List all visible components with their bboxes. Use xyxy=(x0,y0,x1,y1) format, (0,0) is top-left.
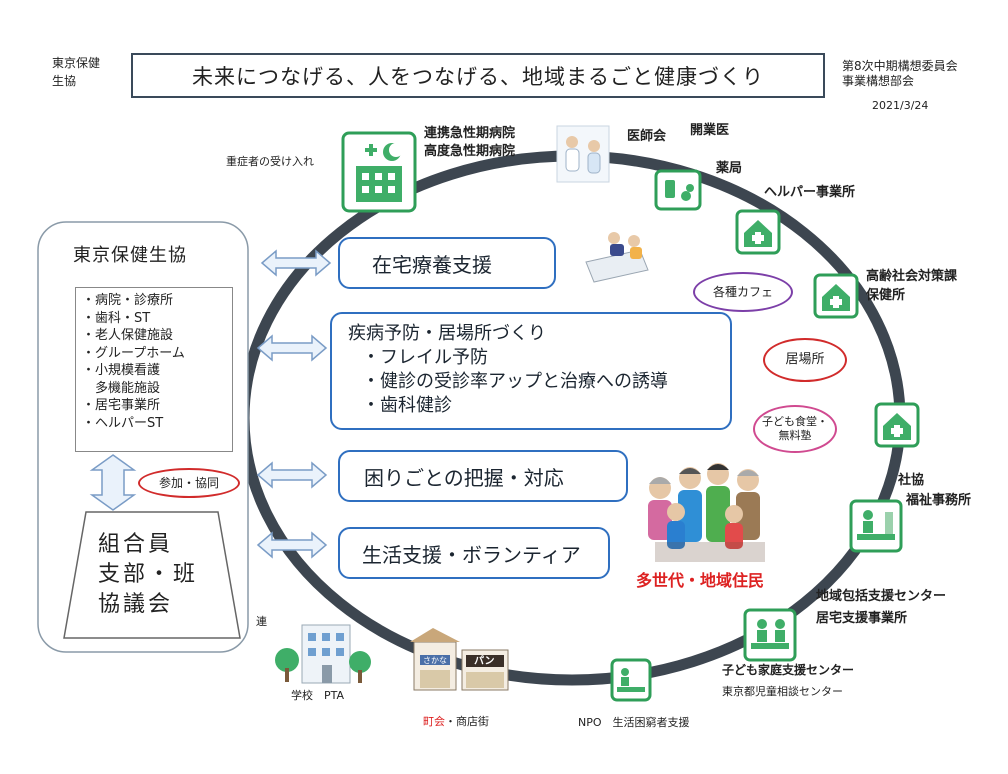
social-welfare-house-icon xyxy=(874,402,920,448)
facility-item: ・小規模看護 xyxy=(82,363,161,378)
doctor-illustration-icon xyxy=(556,125,610,183)
member-trapezoid xyxy=(63,511,241,639)
npo-label: NPO 生活困窮者支援 xyxy=(578,716,690,729)
hospital-label-line1: 連携急性期病院 xyxy=(424,126,516,141)
kids-cafeteria-line1: 子ども食堂・ xyxy=(762,415,828,429)
residents-label: 多世代・地域住民 xyxy=(636,571,765,590)
meeting-name-line1: 第8次中期構想委員会 xyxy=(842,59,958,73)
health-center-house-icon xyxy=(813,273,859,319)
fish-shop-sign: さかな xyxy=(423,656,447,665)
welfare-office-counter-icon xyxy=(849,499,903,553)
meeting-name-line2: 事業構想部会 xyxy=(842,74,915,88)
elderly-policy-label-line2: 保健所 xyxy=(866,288,906,303)
member-line1: 組合員 xyxy=(98,532,174,557)
facility-list: ・病院・診療所 ・歯科・ST ・老人保健施設 ・グループホーム ・小規模看護 多… xyxy=(75,287,233,452)
facility-item: ・居宅事業所 xyxy=(82,398,161,413)
bakery-sign: パン xyxy=(474,656,495,667)
partial-label: 連 xyxy=(256,615,267,628)
member-line3: 協議会 xyxy=(98,592,174,617)
arrow-prevention xyxy=(256,334,328,362)
left-panel-heading: 東京保健生協 xyxy=(73,245,187,266)
shopping-street-label: ・商店街 xyxy=(445,715,489,728)
member-line2: 支部・班 xyxy=(98,562,199,587)
home-care-box: 在宅療養支援 xyxy=(338,237,556,289)
school-building-icon xyxy=(275,624,371,684)
shops-icon xyxy=(410,628,509,691)
date-label: 2021/3/24 xyxy=(872,99,929,112)
arrow-home-care xyxy=(260,249,332,277)
facility-item: ・歯科・ST xyxy=(82,310,151,326)
hospital-icon xyxy=(341,131,417,213)
home-care-bed-icon xyxy=(585,232,649,283)
family-illustration-icon xyxy=(648,463,765,562)
pharmacy-label: 薬局 xyxy=(716,161,743,176)
prevention-item: ・歯科健診 xyxy=(362,395,452,416)
page-title: 未来につなげる、人をつなげる、地域まるごと健康づくり xyxy=(131,53,825,98)
family-support-label-line1: 子ども家庭支援センター xyxy=(722,663,855,677)
vertical-double-arrow xyxy=(89,454,137,511)
org-name-line1: 東京保健 xyxy=(52,56,101,70)
helper-office-house-icon xyxy=(735,209,781,255)
family-support-label-line2: 東京都児童相談センター xyxy=(722,685,843,698)
kids-cafeteria-oval: 子ども食堂・無料塾 xyxy=(753,405,837,453)
org-name-line2: 生協 xyxy=(52,74,77,88)
facility-item: ・病院・診療所 xyxy=(82,293,174,308)
medical-assoc-label: 医師会 xyxy=(627,129,667,144)
facility-item: 多機能施設 xyxy=(82,380,161,396)
pharmacy-icon xyxy=(654,169,702,211)
hospital-label-line2: 高度急性期病院 xyxy=(424,144,516,159)
prevention-box: 疾病予防・居場所づくり ・フレイル予防 ・健診の受診率アップと治療への誘導 ・歯… xyxy=(330,312,732,430)
severe-patients-label: 重症者の受け入れ xyxy=(226,155,314,168)
facility-item: ・グループホーム xyxy=(82,345,185,361)
facility-item: ・老人保健施設 xyxy=(82,328,174,343)
community-support-label-line2: 居宅支援事業所 xyxy=(816,611,908,626)
elderly-policy-label-line1: 高齢社会対策課 xyxy=(866,269,958,284)
school-label: 学校 PTA xyxy=(291,689,345,702)
arrow-troubles xyxy=(256,461,328,489)
welfare-office-label: 福祉事務所 xyxy=(906,493,972,508)
prevention-item: ・フレイル予防 xyxy=(362,347,488,368)
life-support-box: 生活支援・ボランティア xyxy=(338,527,610,579)
arrow-life-support xyxy=(256,531,328,559)
community-support-label-line1: 地域包括支援センター xyxy=(816,589,947,604)
prevention-title: 疾病予防・居場所づくり xyxy=(348,323,546,344)
town-label: 町会・商店街 xyxy=(423,715,489,729)
facility-item: ・ヘルパーST xyxy=(82,415,164,431)
clinic-label: 開業医 xyxy=(690,123,730,138)
town-assoc-label: 町会 xyxy=(423,715,445,728)
troubles-box: 困りごとの把握・対応 xyxy=(338,450,628,502)
ibasho-oval: 居場所 xyxy=(763,338,847,382)
kids-cafeteria-line2: 無料塾 xyxy=(778,429,812,442)
npo-counter-icon xyxy=(610,658,652,702)
participation-oval: 参加・協同 xyxy=(138,468,240,498)
prevention-item: ・健診の受診率アップと治療への誘導 xyxy=(362,371,668,392)
helper-office-label: ヘルパー事業所 xyxy=(764,185,856,200)
community-center-counter-icon xyxy=(743,608,797,662)
social-council-label: 社協 xyxy=(898,473,925,488)
cafe-oval: 各種カフェ xyxy=(693,272,793,312)
